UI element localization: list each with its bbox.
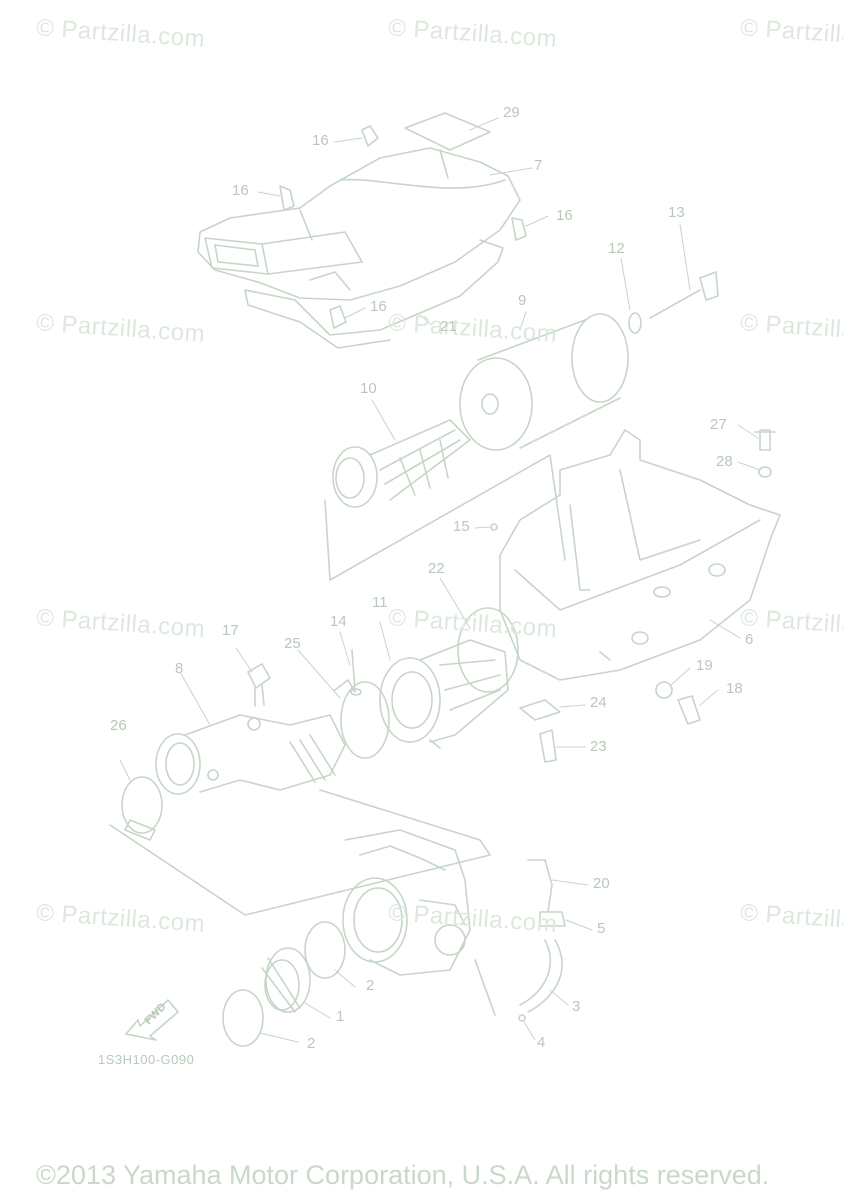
part-22-o-ring [457,607,519,693]
part-2-clamp-upper [304,921,346,979]
callout-13[interactable]: 13 [668,204,685,221]
part-2-clamp-lower [222,989,264,1047]
callout-12[interactable]: 12 [608,240,625,257]
callout-29[interactable]: 29 [503,104,520,121]
part-1-joint [261,947,311,1013]
callout-2[interactable]: 2 [366,977,375,994]
callout-27[interactable]: 27 [710,416,727,433]
part-28-collar [758,466,772,478]
part-6-air-box-case [499,429,781,681]
callout-2[interactable]: 2 [307,1035,316,1052]
part-9-air-filter [459,313,629,451]
callout-28[interactable]: 28 [716,453,733,470]
part-26-hose-clamp [121,776,163,841]
part-21-gasket [244,239,504,349]
callout-16[interactable]: 16 [370,298,387,315]
part-24-clip [519,699,561,721]
callout-9[interactable]: 9 [518,292,527,309]
part-27-bolt [754,429,776,451]
callout-16[interactable]: 16 [312,132,329,149]
part-13-bolt [649,271,719,319]
throttle-body-assembly [342,829,471,976]
callout-23[interactable]: 23 [590,738,607,755]
assembly-reference-lines [109,454,566,916]
part-25-band-clamp [334,679,390,759]
callout-4[interactable]: 4 [537,1034,546,1051]
figure-code: 1S3H100-G090 [98,1052,195,1067]
callout-24[interactable]: 24 [590,694,607,711]
part-12-washer [628,312,642,334]
callout-22[interactable]: 22 [428,560,445,577]
part-3-hose [519,939,563,1013]
part-20-hose [527,859,553,913]
callout-16[interactable]: 16 [556,207,573,224]
callout-20[interactable]: 20 [593,875,610,892]
callout-21[interactable]: 21 [440,318,457,335]
part-18-fitting [677,695,701,725]
part-29-label-sticker [404,112,491,151]
part-17-sensor [247,663,271,731]
callout-8[interactable]: 8 [175,660,184,677]
callout-19[interactable]: 19 [696,657,713,674]
callout-26[interactable]: 26 [110,717,127,734]
callout-15[interactable]: 15 [453,518,470,535]
leader-lines [119,117,761,1043]
callout-25[interactable]: 25 [284,635,301,652]
callout-10[interactable]: 10 [360,380,377,397]
callout-3[interactable]: 3 [572,998,581,1015]
part-19-grommet [655,681,673,699]
part-10-filter-cage [332,419,471,508]
part-15-clip [490,523,498,531]
callout-14[interactable]: 14 [330,613,347,630]
callout-5[interactable]: 5 [597,920,606,937]
part-8-intake-duct [155,714,346,795]
callout-18[interactable]: 18 [726,680,743,697]
callout-11[interactable]: 11 [372,594,388,611]
part-23-drain-plug [539,729,557,763]
callout-16[interactable]: 16 [232,182,249,199]
part-5-clamp [539,911,566,927]
callout-1[interactable]: 1 [336,1008,345,1025]
part-7-air-box-cover [197,147,521,301]
callout-17[interactable]: 17 [222,622,239,639]
copyright-notice: ©2013 Yamaha Motor Corporation, U.S.A. A… [36,1160,770,1190]
callout-7[interactable]: 7 [534,157,543,174]
part-4-clip [474,959,526,1022]
forward-arrow-icon [125,999,179,1041]
part-11-air-joint [379,639,509,749]
callout-6[interactable]: 6 [745,631,754,648]
part-16-clips [279,125,527,329]
part-14-screw [350,649,362,696]
